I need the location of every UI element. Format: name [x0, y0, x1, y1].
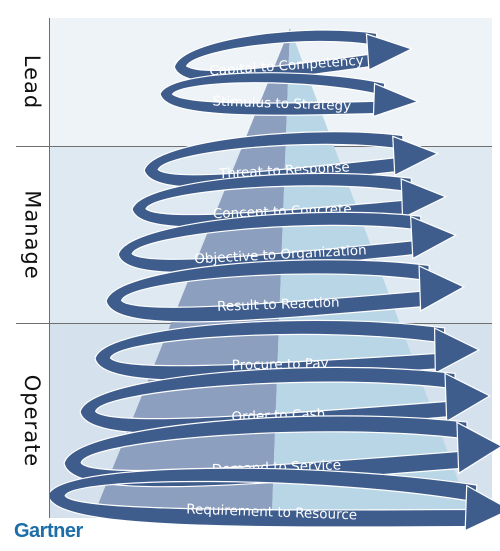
- spiral-arrowhead: [409, 215, 458, 260]
- spiral-arrow: Requirement to Resource: [47, 467, 500, 532]
- spiral-label: Result to Reaction: [217, 295, 340, 315]
- spiral-arrow: Result to Reaction: [105, 259, 466, 323]
- spiral-arrowhead: [365, 33, 414, 71]
- layer-label-lead: Lead: [16, 18, 50, 146]
- spiral-arrow: Stimulus to Strategy: [159, 72, 420, 118]
- layer-label-operate-text: Operate: [20, 374, 45, 468]
- spiral-arrowhead: [433, 327, 481, 375]
- spiral-arrowhead: [392, 135, 440, 177]
- layer-label-lead-text: Lead: [20, 54, 45, 110]
- spiral-arrowhead: [418, 264, 466, 312]
- spiral-arrowhead: [372, 82, 420, 118]
- spiral-label: Stimulus to Strategy: [212, 93, 351, 114]
- spiral-arrowhead: [464, 484, 500, 532]
- layer-label-manage: Manage: [16, 146, 50, 323]
- layer-label-manage-text: Manage: [20, 190, 45, 280]
- spiral-arrowhead: [444, 372, 492, 423]
- spiral-arrowhead: [456, 421, 500, 475]
- gartner-logo: Gartner: [14, 520, 83, 542]
- spiral-label: Requirement to Resource: [186, 501, 357, 523]
- spiral-arrowhead: [400, 177, 448, 219]
- layer-label-operate: Operate: [16, 323, 50, 518]
